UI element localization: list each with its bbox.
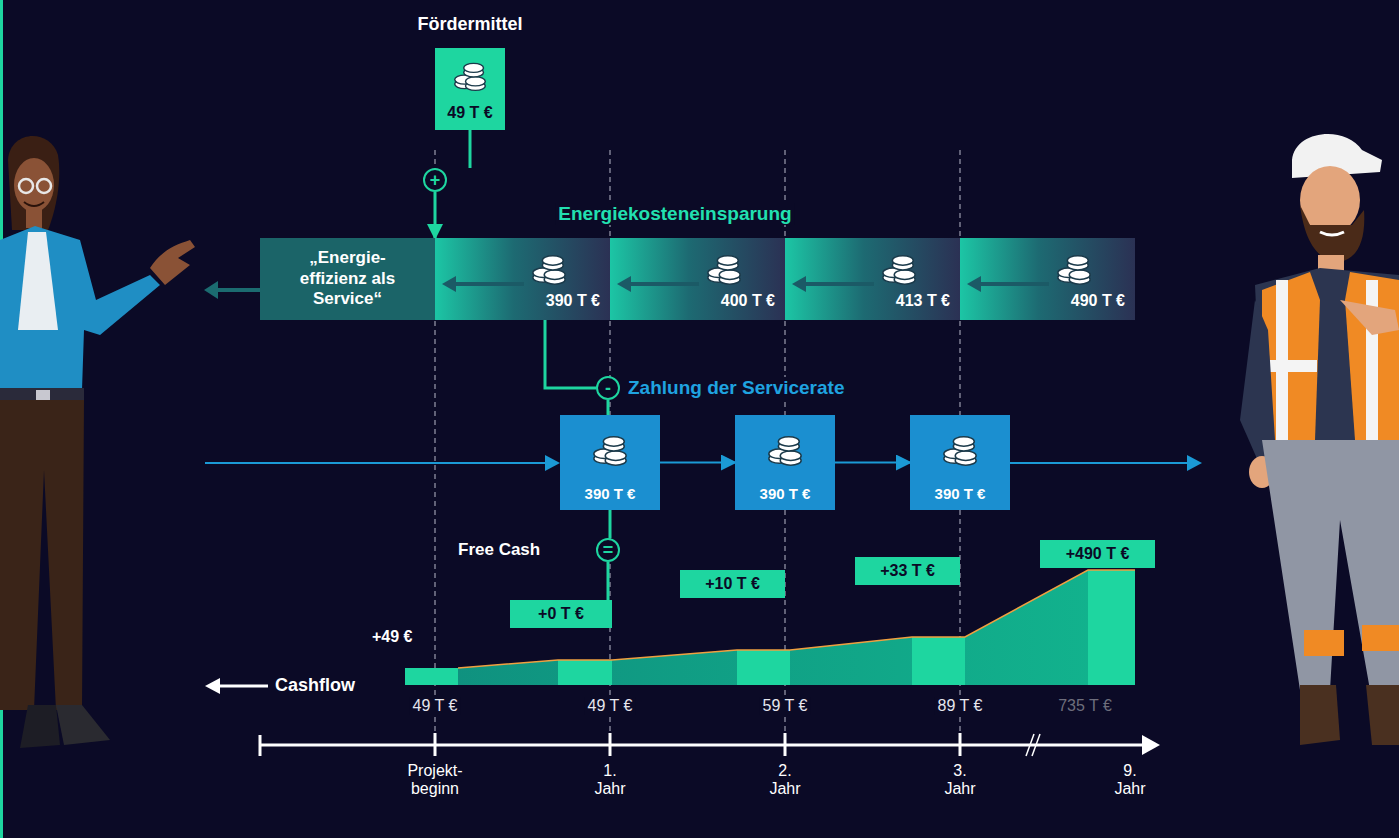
coin-icon bbox=[1055, 250, 1093, 288]
coin-icon bbox=[766, 431, 804, 469]
node-text: +490 T € bbox=[1066, 545, 1130, 563]
savings-box: 413 T € bbox=[785, 238, 960, 320]
text-label: Zahlung der Servicerate bbox=[625, 377, 847, 399]
value-label: 49 T € bbox=[585, 697, 636, 715]
free-cash-tag: +490 T € bbox=[1040, 540, 1155, 568]
value-label: 735 T € bbox=[1058, 697, 1112, 715]
value-label: 49 T € bbox=[410, 697, 461, 715]
text-label: Cashflow bbox=[275, 675, 355, 696]
flow-connector bbox=[607, 562, 610, 600]
axis-label: Projekt- beginn bbox=[395, 762, 475, 798]
node-text: 390 T € bbox=[935, 485, 986, 502]
cashflow-area bbox=[405, 570, 1135, 685]
node-text: = bbox=[603, 541, 614, 559]
free-cash-tag: +33 T € bbox=[855, 557, 960, 585]
node-text: +33 T € bbox=[880, 562, 935, 580]
value-label: 59 T € bbox=[760, 697, 811, 715]
saving-arrow bbox=[964, 274, 1064, 294]
node-text: +10 T € bbox=[705, 575, 760, 593]
axis-label: 1. Jahr bbox=[588, 762, 632, 798]
text-label: Energiekosteneinsparung bbox=[555, 203, 794, 225]
service-rate-box: 390 T € bbox=[560, 415, 660, 510]
flow-connector bbox=[835, 462, 910, 464]
axis-arrowhead bbox=[1142, 735, 1160, 755]
node-text: 390 T € bbox=[760, 485, 811, 502]
free-cash-tag: +10 T € bbox=[680, 570, 785, 598]
coin-icon bbox=[880, 250, 918, 288]
flow-connector bbox=[607, 400, 610, 415]
woman-figure bbox=[0, 136, 195, 748]
node-text: 400 T € bbox=[721, 292, 775, 310]
service-out-arrow bbox=[204, 281, 260, 299]
node-text: 390 T € bbox=[546, 292, 600, 310]
node-text: 390 T € bbox=[585, 485, 636, 502]
savings-box: 490 T € bbox=[960, 238, 1135, 320]
saving-arrow bbox=[439, 274, 539, 294]
flow-connector bbox=[545, 320, 596, 388]
coin-icon bbox=[941, 431, 979, 469]
node-text: 490 T € bbox=[1071, 292, 1125, 310]
flow-connector bbox=[434, 192, 437, 238]
axis-label: 9. Jahr bbox=[1108, 762, 1152, 798]
savings-box: 400 T € bbox=[610, 238, 785, 320]
time-axis bbox=[260, 733, 1145, 756]
axis-label: 3. Jahr bbox=[938, 762, 982, 798]
saving-arrow bbox=[614, 274, 714, 294]
flow-connector bbox=[660, 462, 735, 464]
operator-circle: + bbox=[423, 168, 447, 192]
node-text: +0 T € bbox=[538, 605, 584, 623]
node-heading: Fördermittel bbox=[417, 14, 522, 35]
cashflow-arrow bbox=[205, 678, 268, 694]
node-text: 413 T € bbox=[896, 292, 950, 310]
service-rate-box: 390 T € bbox=[910, 415, 1010, 510]
operator-circle: = bbox=[596, 538, 620, 562]
service-box: „Energie- effizienz als Service“ bbox=[260, 238, 435, 320]
coin-icon bbox=[591, 431, 629, 469]
worker-figure bbox=[1240, 134, 1399, 745]
funding-box: Fördermittel49 T € bbox=[435, 48, 505, 130]
node-text: + bbox=[430, 171, 441, 189]
operator-circle: - bbox=[596, 376, 620, 400]
saving-arrow bbox=[789, 274, 889, 294]
savings-box: 390 T € bbox=[435, 238, 610, 320]
value-label: 89 T € bbox=[935, 697, 986, 715]
node-text: „Energie- effizienz als Service“ bbox=[282, 248, 413, 309]
service-rate-box: 390 T € bbox=[735, 415, 835, 510]
coin-icon bbox=[705, 250, 743, 288]
flow-connector bbox=[609, 510, 612, 538]
axis-label: 2. Jahr bbox=[763, 762, 807, 798]
free-cash-tag: +0 T € bbox=[510, 600, 612, 628]
text-label: +49 € bbox=[372, 628, 412, 646]
node-text: 49 T € bbox=[447, 104, 492, 122]
flow-connector bbox=[469, 130, 472, 168]
node-text: - bbox=[605, 379, 611, 397]
payment-line bbox=[205, 455, 1202, 471]
text-label: Free Cash bbox=[458, 540, 540, 560]
coin-icon bbox=[452, 58, 488, 94]
coin-icon bbox=[530, 250, 568, 288]
